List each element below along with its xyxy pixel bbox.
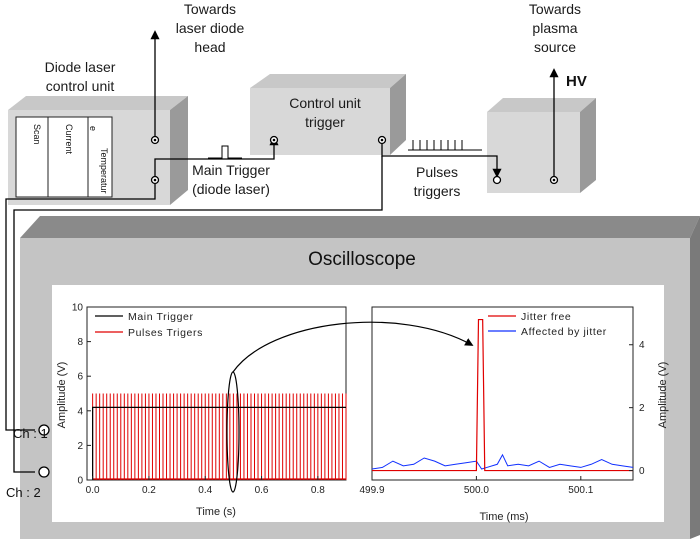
chart2-ylabel: Amplitude (V)	[657, 362, 669, 429]
legend-jitter-free: Jitter free	[521, 311, 571, 323]
towards-plasma-line2: plasma	[532, 20, 577, 36]
oscilloscope-title: Oscilloscope	[308, 249, 416, 270]
panel-label-temperature-e: e	[88, 126, 98, 131]
plasma-trigger-connector	[492, 175, 502, 185]
main-trigger-line2: (diode laser)	[192, 181, 270, 197]
towards-laser-line1: Towards	[184, 1, 236, 17]
panel-label-temperature: Temperatur	[99, 148, 109, 194]
chart-main-trigger: 0.0 0.2 0.4 0.6 0.8 0 2 4 6 8 10 Time (s) Amplitud…	[56, 303, 347, 518]
x-tick-label: 500.0	[464, 485, 489, 496]
pulses-triggers-line2: triggers	[414, 183, 461, 199]
y-tick-label: 6	[77, 372, 83, 383]
ch2-label: Ch : 2	[6, 485, 41, 500]
chart1-legend: Main Trigger Pulses Trigers	[95, 311, 203, 339]
y-tick-label: 2	[639, 403, 645, 414]
x-tick-label: 0.4	[198, 485, 212, 496]
connector-dots	[153, 138, 556, 182]
ch1-label: Ch : 1	[13, 426, 48, 441]
diode-laser-unit-line2: control unit	[46, 78, 115, 94]
towards-plasma-line1: Towards	[529, 1, 581, 17]
pulses-triggers-line1: Pulses	[416, 164, 458, 180]
x-tick-label: 0.8	[311, 485, 325, 496]
main-trigger-pulse-icon	[208, 145, 242, 159]
zoom-arrow	[232, 321, 474, 373]
hv-label: HV	[566, 73, 587, 90]
connectors	[38, 135, 559, 478]
y-tick-label: 10	[72, 303, 84, 314]
affected-by-jitter-series	[371, 453, 634, 470]
y-tick-label: 4	[77, 406, 83, 417]
diode-laser-unit-line1: Diode laser	[45, 59, 116, 75]
legend-pulses-trigers: Pulses Trigers	[128, 327, 203, 339]
panel-label-current: Current	[64, 124, 74, 155]
towards-plasma-line3: source	[534, 39, 576, 55]
x-tick-label: 0.6	[255, 485, 269, 496]
control-unit-trigger-line1: Control unit	[289, 95, 361, 111]
chart2-xlabel: Time (ms)	[479, 511, 528, 523]
main-trigger-series	[92, 406, 346, 480]
chart1-xlabel: Time (s)	[196, 506, 236, 518]
towards-laser-line3: head	[194, 39, 225, 55]
chart2-legend: Jitter free Affected by jitter	[488, 311, 607, 338]
legend-main-trigger: Main Trigger	[128, 311, 194, 323]
y-tick-label: 2	[77, 441, 83, 452]
ch2-connector	[38, 466, 50, 478]
x-tick-label: 0.2	[142, 485, 156, 496]
plasma-source-box	[487, 98, 596, 193]
x-tick-label: 499.9	[359, 485, 384, 496]
towards-laser-line2: laser diode	[176, 20, 245, 36]
y-tick-label: 4	[639, 340, 645, 351]
wiring	[5, 30, 559, 473]
jitter-free-series	[372, 318, 633, 472]
y-tick-label: 0	[639, 466, 645, 477]
y-tick-label: 0	[77, 476, 83, 487]
control-unit-trigger-box	[250, 74, 406, 155]
chart-jitter: 499.9 500.0 500.1 0 2 4 Time (ms) Amplitude (…	[359, 306, 669, 523]
pulse-train-icon	[408, 140, 482, 151]
chart1-ylabel: Amplitude (V)	[56, 362, 68, 429]
x-tick-label: 500.1	[568, 485, 593, 496]
ch1-connector	[38, 424, 50, 436]
legend-affected-by-jitter: Affected by jitter	[521, 326, 607, 338]
x-tick-label: 0.0	[86, 485, 100, 496]
diode-laser-box	[8, 96, 188, 205]
main-trigger-line1: Main Trigger	[192, 162, 270, 178]
control-unit-trigger-line2: trigger	[305, 114, 345, 130]
panel-label-scan: Scan	[32, 124, 42, 145]
y-tick-label: 8	[77, 337, 83, 348]
